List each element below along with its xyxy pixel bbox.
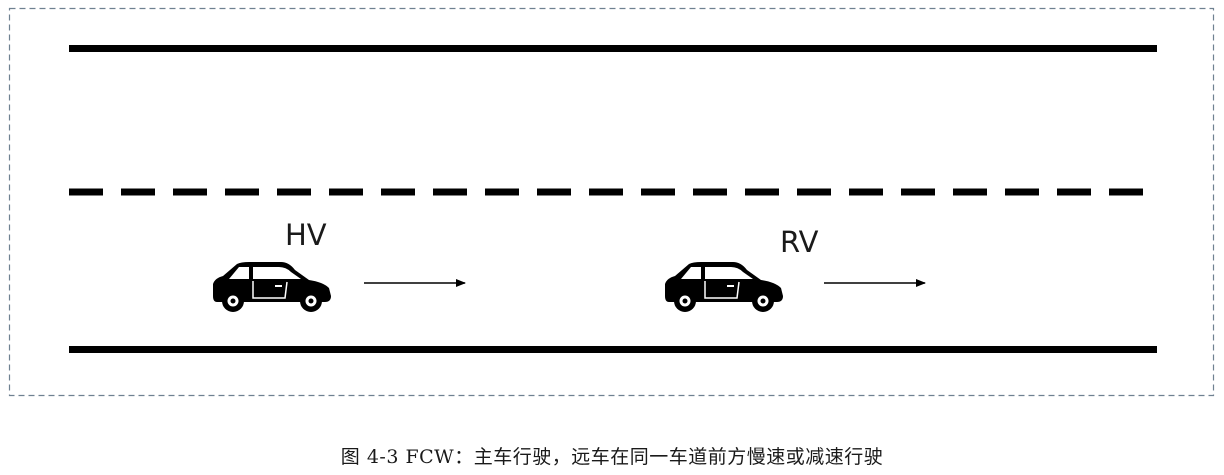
host-vehicle-label: HV [285, 218, 327, 252]
host-vehicle: HV [212, 218, 466, 313]
car-icon [212, 261, 332, 313]
remote-vehicle-label: RV [780, 225, 819, 259]
figure-caption: 图 4-3 FCW：主车行驶，远车在同一车道前方慢速或减速行驶 [340, 446, 884, 468]
diagram-frame [8, 7, 1215, 397]
fcw-diagram: HV RV [8, 7, 1215, 397]
remote-vehicle: RV [664, 225, 926, 313]
car-icon [664, 261, 784, 313]
